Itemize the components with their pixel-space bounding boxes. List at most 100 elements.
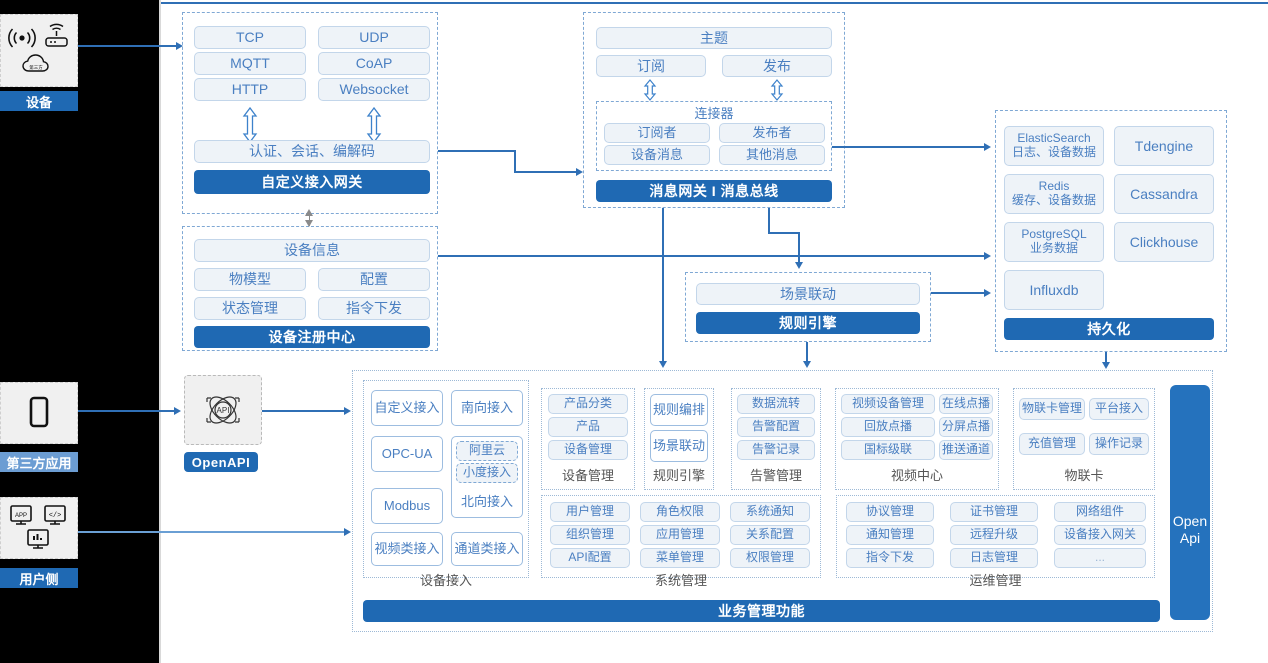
device-access-aliyun[interactable]: 阿里云 <box>456 441 518 461</box>
ops-device-access-gateway[interactable]: 设备接入网关 <box>1054 525 1146 545</box>
video-online-play[interactable]: 在线点播 <box>939 394 993 414</box>
ops-network-component[interactable]: 网络组件 <box>1054 502 1146 522</box>
alarm-records[interactable]: 告警记录 <box>737 440 815 460</box>
iot-card-platform-access[interactable]: 平台接入 <box>1089 398 1149 420</box>
persistence-elasticsearch[interactable]: ElasticSearch 日志、设备数据 <box>1004 126 1104 166</box>
connector-gateway-right <box>438 150 516 152</box>
open-api-vertical-bar[interactable]: Open Api <box>1170 385 1210 620</box>
mobile-phone-icon <box>29 396 49 428</box>
sys-user-management[interactable]: 用户管理 <box>550 502 630 522</box>
ops-more[interactable]: ... <box>1054 548 1146 568</box>
protocol-websocket[interactable]: Websocket <box>318 78 430 101</box>
device-mgmt-device-management[interactable]: 设备管理 <box>548 440 628 460</box>
device-access-video[interactable]: 视频类接入 <box>371 532 443 566</box>
connector-message-to-persistence <box>832 146 984 148</box>
device-access-channel[interactable]: 通道类接入 <box>451 532 523 566</box>
protocol-udp[interactable]: UDP <box>318 26 430 49</box>
registry-command-dispatch[interactable]: 指令下发 <box>318 297 430 320</box>
message-bus-bar[interactable]: 消息网关 I 消息总线 <box>596 180 832 202</box>
iot-card-recharge[interactable]: 充值管理 <box>1019 433 1085 455</box>
rules-scene-linkage-item[interactable]: 场景联动 <box>650 430 708 462</box>
sys-api-config[interactable]: API配置 <box>550 548 630 568</box>
connector-openapi-to-business <box>262 410 344 412</box>
group-alarm-management <box>731 388 821 490</box>
connector-subscriber[interactable]: 订阅者 <box>604 123 710 143</box>
persistence-postgresql[interactable]: PostgreSQL 业务数据 <box>1004 222 1104 262</box>
business-management-bar[interactable]: 业务管理功能 <box>363 600 1160 622</box>
message-subscribe[interactable]: 订阅 <box>596 55 706 77</box>
svg-text:第三方: 第三方 <box>29 64 43 71</box>
ops-notification-management[interactable]: 通知管理 <box>846 525 934 545</box>
protocol-http[interactable]: HTTP <box>194 78 306 101</box>
iot-card-operation-log[interactable]: 操作记录 <box>1089 433 1149 455</box>
device-access-xiaodu[interactable]: 小度接入 <box>456 463 518 483</box>
sys-menu-management[interactable]: 菜单管理 <box>640 548 720 568</box>
video-device-management[interactable]: 视频设备管理 <box>841 394 935 414</box>
sys-notification[interactable]: 系统通知 <box>730 502 810 522</box>
ops-protocol-management[interactable]: 协议管理 <box>846 502 934 522</box>
iot-card-management[interactable]: 物联卡管理 <box>1019 398 1085 420</box>
connector-other-message[interactable]: 其他消息 <box>719 145 825 165</box>
message-topic[interactable]: 主题 <box>596 27 832 49</box>
connector-publisher[interactable]: 发布者 <box>719 123 825 143</box>
sys-org-management[interactable]: 组织管理 <box>550 525 630 545</box>
connector-title: 连接器 <box>694 105 734 121</box>
registry-state-management[interactable]: 状态管理 <box>194 297 306 320</box>
registry-config[interactable]: 配置 <box>318 268 430 291</box>
alarm-config[interactable]: 告警配置 <box>737 417 815 437</box>
message-publish[interactable]: 发布 <box>722 55 832 77</box>
protocol-tcp[interactable]: TCP <box>194 26 306 49</box>
code-window-icon: </> <box>44 505 66 525</box>
registry-thing-model[interactable]: 物模型 <box>194 268 306 291</box>
connector-device-message[interactable]: 设备消息 <box>604 145 710 165</box>
arrow-gateway-to-registry <box>305 220 313 227</box>
svg-text:APP: APP <box>15 513 27 519</box>
rules-scene-linkage[interactable]: 场景联动 <box>696 283 920 305</box>
connector-bus-to-rules-h <box>768 232 800 234</box>
device-mgmt-product-category[interactable]: 产品分类 <box>548 394 628 414</box>
device-access-southbound[interactable]: 南向接入 <box>451 390 523 426</box>
connector-bus-to-rules-v2 <box>798 232 800 264</box>
persistence-influxdb[interactable]: Influxdb <box>1004 270 1104 310</box>
device-mgmt-product[interactable]: 产品 <box>548 417 628 437</box>
sys-permission-management[interactable]: 权限管理 <box>730 548 810 568</box>
connector-device-to-gateway <box>78 45 176 47</box>
device-access-modbus[interactable]: Modbus <box>371 488 443 524</box>
video-split-screen[interactable]: 分屏点播 <box>939 417 993 437</box>
device-access-opcua[interactable]: OPC-UA <box>371 436 443 472</box>
arrow-gateway-to-message <box>576 168 583 176</box>
registry-device-info[interactable]: 设备信息 <box>194 239 430 262</box>
gateway-bar[interactable]: 自定义接入网关 <box>194 170 430 194</box>
sys-relation-config[interactable]: 关系配置 <box>730 525 810 545</box>
ops-certificate-management[interactable]: 证书管理 <box>950 502 1038 522</box>
protocol-coap[interactable]: CoAP <box>318 52 430 75</box>
protocol-mqtt[interactable]: MQTT <box>194 52 306 75</box>
dashboard-window-icon <box>27 529 49 549</box>
sys-role-permission[interactable]: 角色权限 <box>640 502 720 522</box>
ops-command-dispatch[interactable]: 指令下发 <box>846 548 934 568</box>
ops-remote-upgrade[interactable]: 远程升级 <box>950 525 1038 545</box>
sys-app-management[interactable]: 应用管理 <box>640 525 720 545</box>
persistence-clickhouse[interactable]: Clickhouse <box>1114 222 1214 262</box>
group-device-access <box>363 380 529 578</box>
persistence-cassandra[interactable]: Cassandra <box>1114 174 1214 214</box>
video-push-channel[interactable]: 推送通道 <box>939 440 993 460</box>
openapi-bar[interactable]: OpenAPI <box>184 452 258 472</box>
group-label-rules-engine: 规则引擎 <box>652 467 705 483</box>
persistence-tdengine[interactable]: Tdengine <box>1114 126 1214 166</box>
ops-log-management[interactable]: 日志管理 <box>950 548 1038 568</box>
rules-engine-bar[interactable]: 规则引擎 <box>696 312 920 334</box>
video-gb-cascade[interactable]: 国标级联 <box>841 440 935 460</box>
arrow-rules-to-persistence <box>984 289 991 297</box>
persistence-bar[interactable]: 持久化 <box>1004 318 1214 340</box>
video-playback[interactable]: 回放点播 <box>841 417 935 437</box>
persistence-group <box>995 110 1227 352</box>
alarm-data-flow[interactable]: 数据流转 <box>737 394 815 414</box>
gateway-middle-layer[interactable]: 认证、会话、编解码 <box>194 140 430 163</box>
persistence-postgresql-name: PostgreSQL <box>1021 227 1087 242</box>
arrow-registry-to-gateway <box>305 209 313 216</box>
device-access-custom[interactable]: 自定义接入 <box>371 390 443 426</box>
registry-bar[interactable]: 设备注册中心 <box>194 326 430 348</box>
rules-orchestration[interactable]: 规则编排 <box>650 394 708 426</box>
persistence-redis[interactable]: Redis 缓存、设备数据 <box>1004 174 1104 214</box>
